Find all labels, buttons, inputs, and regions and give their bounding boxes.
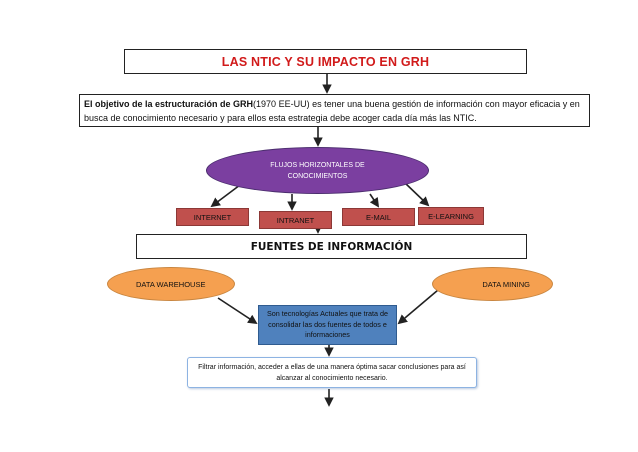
objective-box: El objetivo de la estructuración de GRH(… <box>79 94 590 127</box>
elearning-box: E-LEARNING <box>418 207 484 225</box>
intranet-label: INTRANET <box>276 215 315 225</box>
email-label: E-MAIL <box>365 212 391 222</box>
knowledge-flows-ellipse: FLUJOS HORIZONTALES DE CONOCIMIENTOS <box>206 147 429 194</box>
arrow-mining-to-tech <box>397 289 439 325</box>
information-sources-label: FUENTES DE INFORMACIÓN <box>250 240 413 253</box>
data-warehouse-ellipse: DATA WAREHOUSE <box>107 267 235 301</box>
knowledge-flows-label: FLUJOS HORIZONTALES DE CONOCIMIENTOS <box>270 161 365 180</box>
objective-rest-text: (1970 EE-UU) es tener una buena gestión … <box>84 99 580 123</box>
result-box: Filtrar información, acceder a ellas de … <box>187 357 477 388</box>
technologies-box: Son tecnologías Actuales que trata de co… <box>258 305 397 345</box>
email-box: E-MAIL <box>342 208 415 226</box>
arrow-ellipse-to-elearning <box>403 181 430 207</box>
data-mining-label: DATA MINING <box>482 279 530 289</box>
technologies-text: Son tecnologías Actuales que trata de co… <box>266 309 389 340</box>
internet-box: INTERNET <box>176 208 249 226</box>
internet-label: INTERNET <box>193 212 232 222</box>
elearning-label: E-LEARNING <box>428 211 474 221</box>
arrow-warehouse-to-tech <box>217 297 258 325</box>
arrow-ellipse-to-email <box>369 193 380 208</box>
information-sources-box: FUENTES DE INFORMACIÓN <box>136 234 527 259</box>
result-text: Filtrar información, acceder a ellas de … <box>198 363 466 382</box>
title-box: LAS NTIC Y SU IMPACTO EN GRH <box>124 49 527 74</box>
diagram-title: LAS NTIC Y SU IMPACTO EN GRH <box>221 54 430 69</box>
arrow-ellipse-to-internet <box>210 184 241 208</box>
intranet-box: INTRANET <box>259 211 332 229</box>
data-warehouse-label: DATA WAREHOUSE <box>136 279 206 289</box>
objective-bold-text: El objetivo de la estructuración de GRH <box>84 99 254 109</box>
data-mining-ellipse: DATA MINING <box>432 267 553 301</box>
